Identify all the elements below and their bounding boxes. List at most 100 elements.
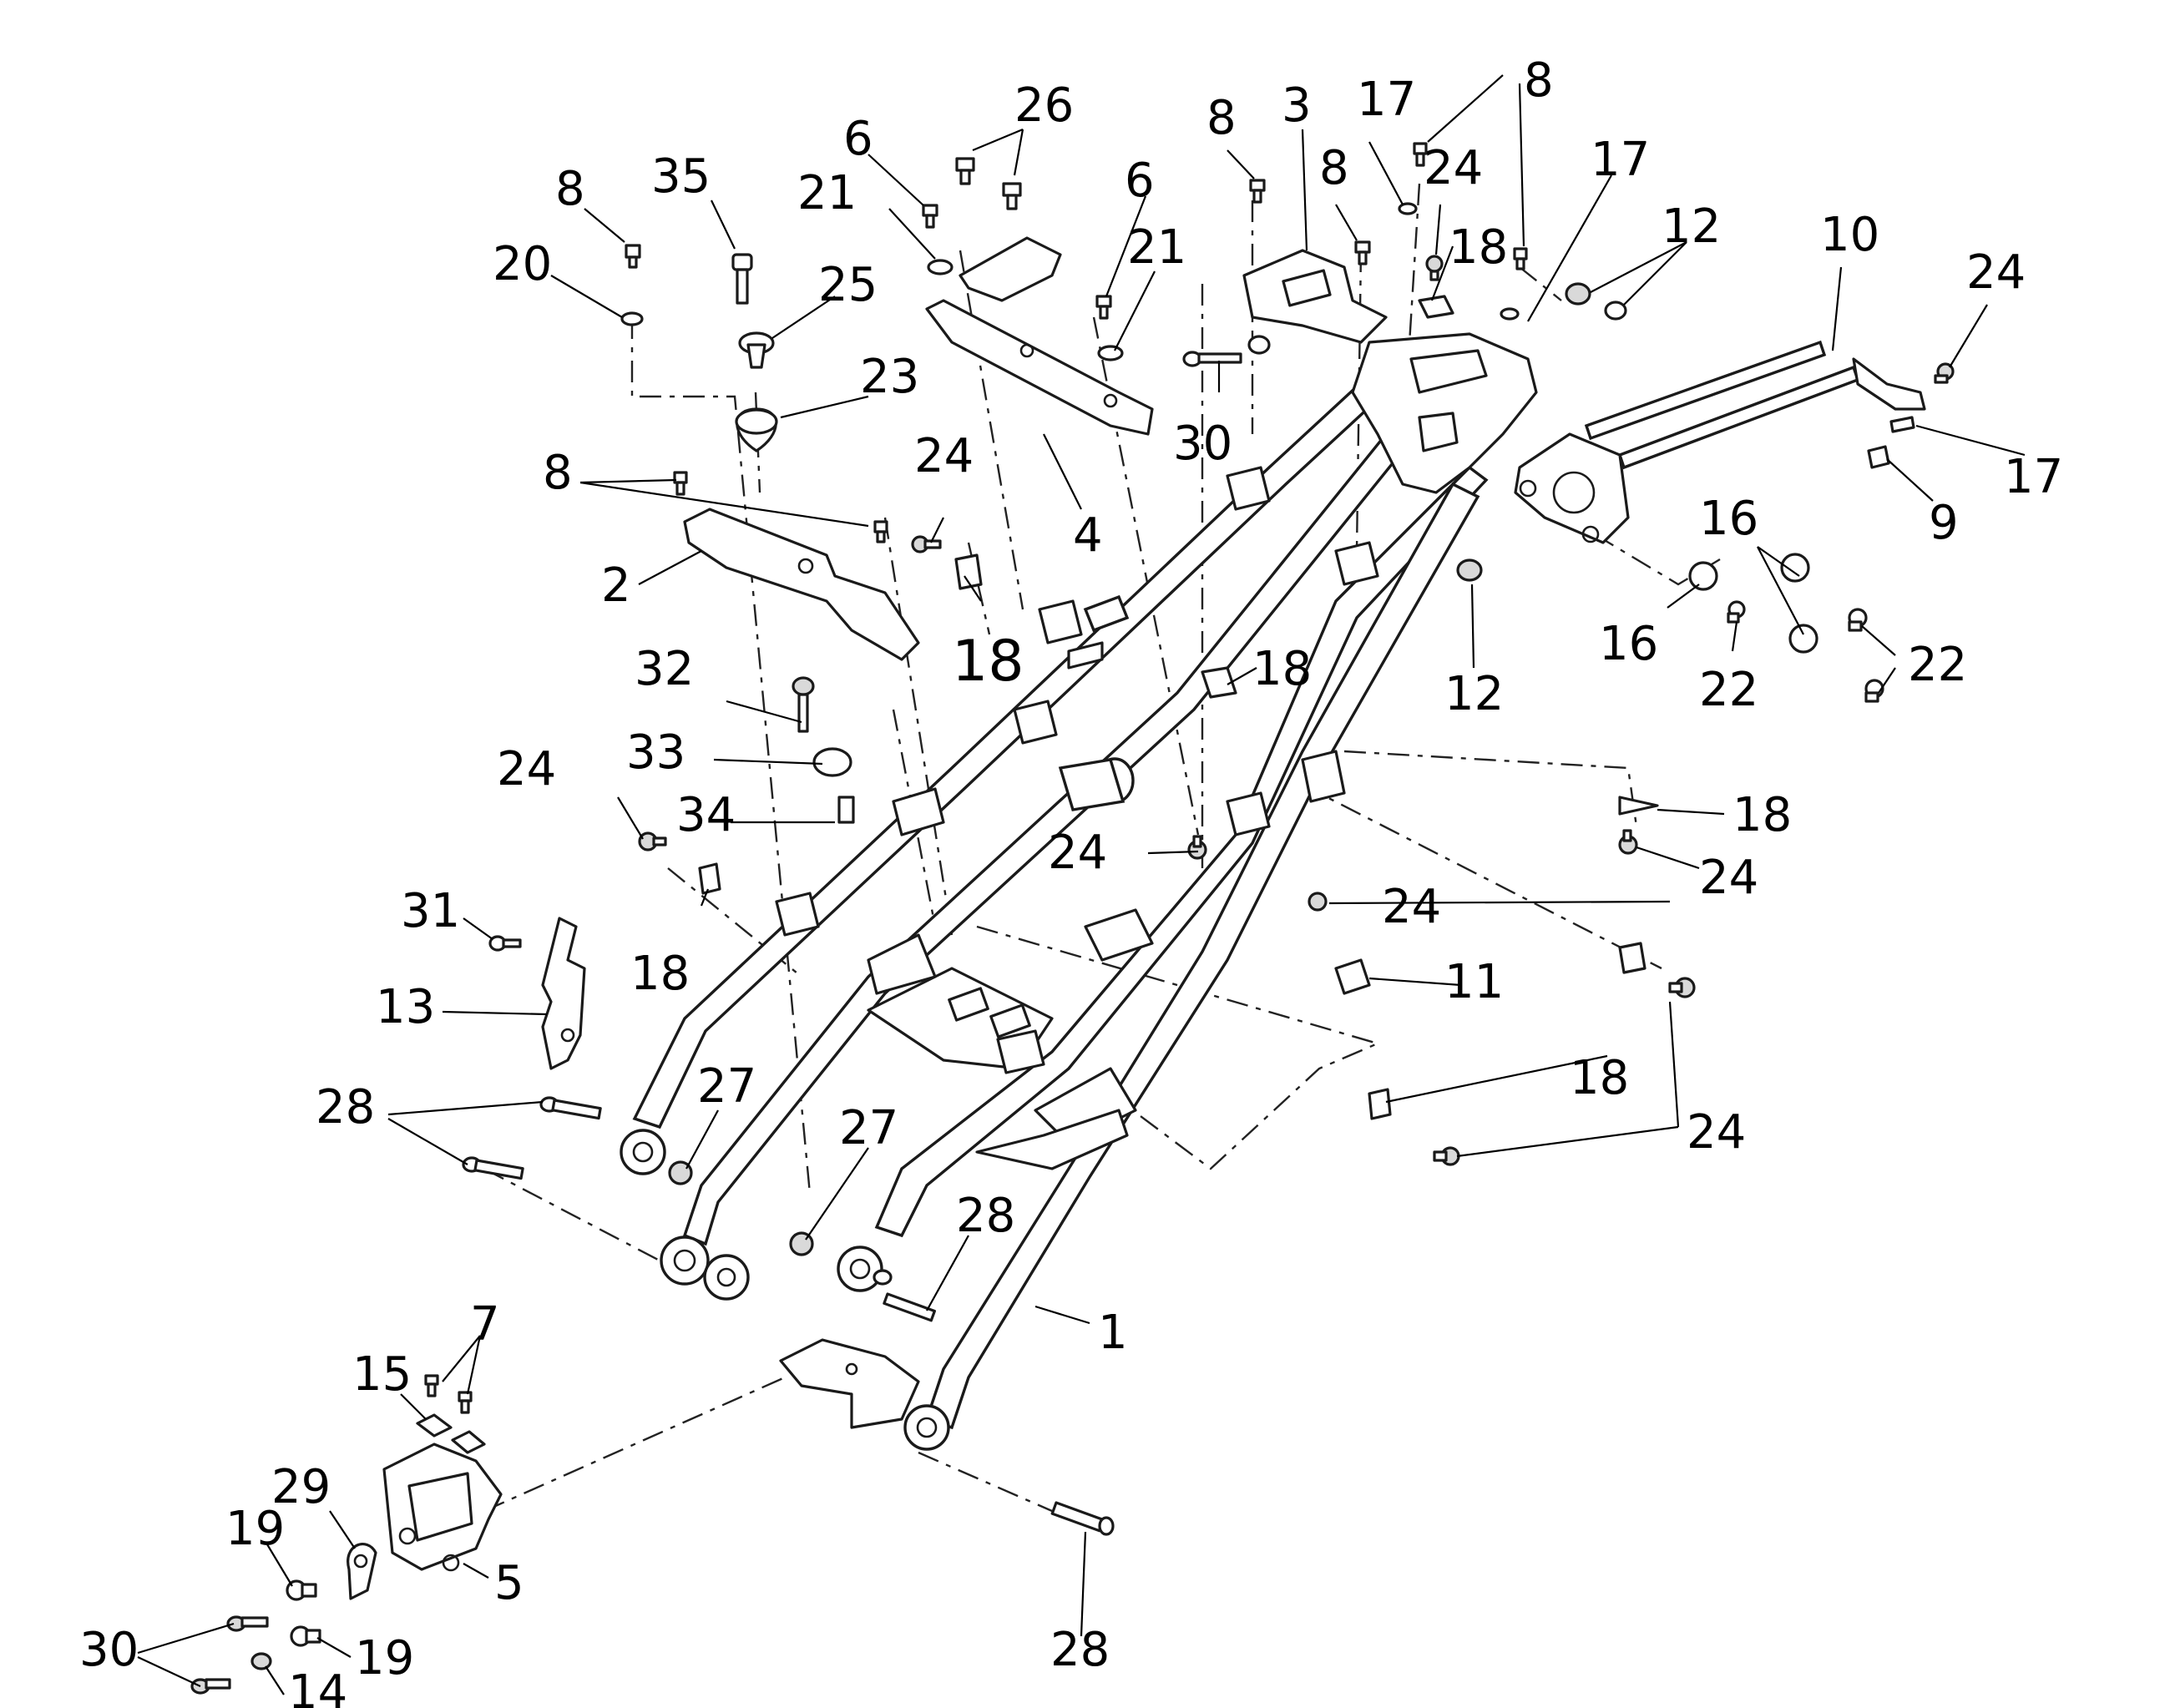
callout-16: 16 — [1699, 492, 1758, 546]
bolt-22-a — [1727, 600, 1746, 624]
callout-30: 30 — [79, 1623, 139, 1677]
bracket-13 — [541, 917, 586, 1070]
callout-6: 6 — [1125, 154, 1155, 208]
nut-plate-15 — [416, 1413, 453, 1438]
callout-18: 18 — [1570, 1051, 1629, 1105]
callout-24: 24 — [1048, 826, 1107, 880]
callout-8: 8 — [1319, 141, 1349, 195]
bolt-24-e — [1187, 835, 1207, 860]
callout-28: 28 — [316, 1080, 375, 1134]
callout-16: 16 — [1599, 617, 1658, 671]
callout-18: 18 — [1449, 220, 1508, 275]
callout-19: 19 — [355, 1631, 414, 1685]
bolt-24-b — [1934, 362, 1955, 384]
callout-17: 17 — [1357, 73, 1416, 127]
clip-18-c — [1201, 666, 1237, 699]
pin-28-b — [462, 1156, 524, 1180]
callout-8: 8 — [1524, 53, 1554, 108]
clip-18-b — [954, 553, 983, 590]
callout-24: 24 — [914, 429, 974, 483]
callout-8: 8 — [555, 162, 585, 216]
callout-3: 3 — [1282, 78, 1312, 133]
callout-24: 24 — [1699, 851, 1758, 905]
bolt-30-a — [1182, 335, 1271, 367]
washer-17-c — [1889, 416, 1915, 433]
callout-18: 18 — [952, 629, 1024, 695]
washer-17-a — [1398, 202, 1418, 215]
bolt-31 — [488, 935, 522, 952]
callout-35: 35 — [651, 149, 711, 204]
callout-22: 22 — [1908, 638, 1967, 692]
pin-34 — [837, 796, 855, 824]
callout-25: 25 — [818, 258, 878, 312]
bolt-26-a — [955, 157, 975, 185]
callout-24: 24 — [1687, 1105, 1746, 1160]
callout-18: 18 — [1252, 642, 1312, 696]
clip-18-g — [698, 862, 721, 895]
bolt-6-a — [922, 204, 938, 229]
bolt-8-g — [1513, 247, 1528, 270]
bolt-24-a — [1425, 255, 1444, 281]
callout-33: 33 — [626, 725, 685, 780]
washer-20 — [620, 311, 644, 326]
callout-23: 23 — [860, 350, 919, 404]
nut-16-a — [1688, 561, 1718, 591]
bolt-6-b — [1095, 295, 1112, 320]
callout-14: 14 — [288, 1665, 347, 1708]
bolt-8-e — [1354, 240, 1371, 265]
bolt-26-b — [1002, 182, 1022, 210]
callout-18: 18 — [630, 947, 690, 1001]
callout-21: 21 — [1127, 220, 1186, 275]
spacer-9 — [1867, 445, 1890, 469]
callout-24: 24 — [1966, 245, 2026, 300]
callout-10: 10 — [1820, 208, 1879, 262]
bracket-part-2 — [683, 508, 920, 661]
callout-12: 12 — [1662, 200, 1721, 254]
leader-lines — [137, 74, 2026, 1695]
clip-18-f — [1368, 1088, 1392, 1120]
callout-26: 26 — [1014, 78, 1074, 133]
callout-7: 7 — [470, 1297, 500, 1352]
bolt-32 — [792, 676, 815, 733]
grommet-12-a — [1565, 282, 1591, 306]
callout-27: 27 — [697, 1059, 756, 1114]
bracket-part-4 — [925, 299, 1154, 436]
callout-5: 5 — [494, 1556, 524, 1610]
callout-24: 24 — [497, 742, 556, 796]
washer-14 — [250, 1652, 272, 1670]
clip-18-e — [1618, 942, 1646, 974]
callout-8: 8 — [543, 446, 573, 500]
bolt-24-d — [1618, 829, 1638, 855]
pin-28-d — [1050, 1501, 1115, 1536]
bolt-7-b — [458, 1391, 473, 1414]
bolt-24-g — [1668, 977, 1696, 998]
nut-24-f — [1308, 892, 1328, 912]
bolt-30-c — [190, 1678, 231, 1695]
spacer-19-b — [290, 1625, 321, 1647]
callout-24: 24 — [1424, 141, 1483, 195]
rear-rack-part-10 — [1514, 340, 1926, 544]
callout-12: 12 — [1444, 667, 1504, 721]
callout-19: 19 — [225, 1502, 285, 1556]
callout-34: 34 — [676, 788, 736, 842]
callout-21: 21 — [797, 166, 857, 220]
callout-30: 30 — [1173, 417, 1232, 471]
bolt-8-a — [625, 244, 641, 269]
washer-33 — [812, 747, 852, 777]
callout-8: 8 — [1206, 91, 1237, 145]
clip-11 — [1334, 958, 1371, 995]
bolt-30-b — [226, 1615, 269, 1632]
nut-27-a — [668, 1160, 693, 1185]
callout-22: 22 — [1699, 663, 1758, 717]
callout-11: 11 — [1444, 955, 1504, 1009]
grommet-12-c — [1456, 558, 1483, 582]
callout-24: 24 — [1382, 880, 1441, 934]
callout-labels: 26 6 35 8 21 20 25 23 6 21 8 3 17 8 8 24… — [79, 53, 2063, 1708]
callout-28: 28 — [1050, 1623, 1110, 1677]
washer-17-b — [1500, 307, 1520, 321]
clamp-29 — [346, 1543, 377, 1600]
pin-28-c — [873, 1269, 936, 1322]
bolt-24-i — [638, 831, 667, 851]
callout-29: 29 — [271, 1460, 331, 1514]
callout-4: 4 — [1073, 508, 1103, 563]
